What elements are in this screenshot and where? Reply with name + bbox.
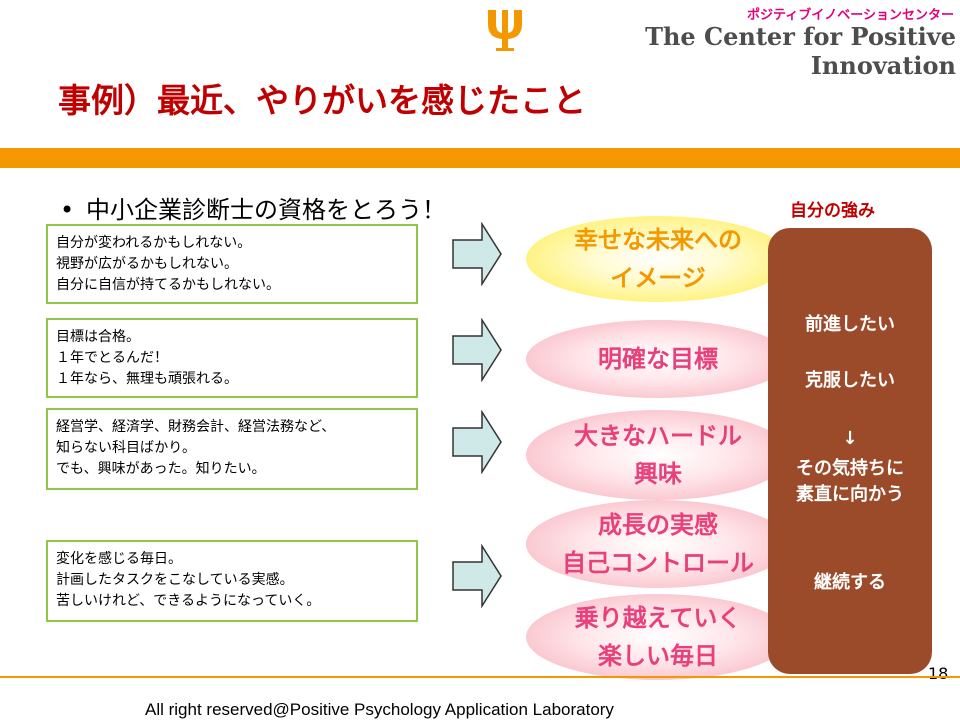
right-arrow-icon: [452, 410, 502, 474]
bullet-text: 中小企業診断士の資格をとろう！: [86, 196, 446, 224]
text-line: 目標は合格。: [56, 329, 140, 345]
psi-icon: [488, 10, 522, 51]
strength-item: 継続する: [814, 572, 886, 593]
text-line: 知らない科目ばかり。: [56, 440, 196, 456]
ellipse-happy-future: 幸せな未来への イメージ: [526, 216, 790, 302]
text-box-2: 目標は合格。 １年でとるんだ！ １年なら、無理も頑張れる。: [46, 318, 418, 398]
text-box-4: 変化を感じる毎日。 計画したタスクをこなしている実感。 苦しいけれど、できるよう…: [46, 540, 418, 622]
ellipse-line: 興味: [634, 460, 682, 488]
text-line: 苦しいけれど、できるようになっていく。: [56, 593, 321, 609]
text-line: 視野が広がるかもしれない。: [56, 256, 238, 272]
text-line: １年でとるんだ！: [56, 350, 168, 366]
ellipse-big-hurdle: 大きなハードル 興味: [526, 410, 790, 500]
ellipse-clear-goal: 明確な目標: [526, 320, 790, 398]
footer-divider: [0, 676, 960, 678]
text-line: 自分が変われるかもしれない。: [56, 235, 252, 251]
strengths-panel: 前進したい 克服したい ↓ その気持ちに 素直に向かう 継続する: [768, 228, 932, 674]
page-number: 18: [928, 664, 949, 683]
logo-english-text: The Center for Positive Innovation: [645, 22, 956, 80]
footer-copyright: All right reserved@Positive Psychology A…: [145, 700, 614, 719]
ellipse-line: 楽しい毎日: [598, 642, 718, 670]
strength-item: その気持ちに: [796, 458, 904, 479]
ellipse-line: 大きなハードル: [574, 422, 742, 450]
title-divider-bar: [0, 148, 960, 168]
strength-item: 素直に向かう: [796, 484, 904, 505]
text-line: １年なら、無理も頑張れる。: [56, 371, 238, 387]
ellipse-line: 明確な目標: [598, 345, 718, 373]
strength-item: 前進したい: [805, 314, 895, 335]
text-box-1: 自分が変われるかもしれない。 視野が広がるかもしれない。 自分に自信が持てるかも…: [46, 224, 418, 304]
ellipse-line: 幸せな未来への: [574, 226, 742, 254]
bullet-item: • 中小企業診断士の資格をとろう！: [60, 190, 446, 225]
text-line: 経営学、経済学、財務会計、経営法務など、: [56, 419, 336, 435]
text-line: 自分に自信が持てるかもしれない。: [56, 277, 280, 293]
slide-title: 事例）最近、やりがいを感じたこと: [58, 81, 586, 120]
text-line: でも、興味があった。知りたい。: [56, 461, 266, 477]
down-arrow-text: ↓: [842, 428, 858, 449]
ellipse-line: 成長の実感: [598, 511, 718, 539]
right-arrow-icon: [452, 544, 502, 608]
ellipse-overcome: 乗り越えていく 楽しい毎日: [526, 594, 790, 680]
strengths-heading: 自分の強み: [790, 201, 875, 221]
text-line: 変化を感じる毎日。: [56, 551, 182, 567]
strength-item: 克服したい: [805, 370, 895, 391]
ellipse-line: 自己コントロール: [562, 549, 754, 577]
ellipse-line: 乗り越えていく: [574, 604, 742, 632]
text-box-3: 経営学、経済学、財務会計、経営法務など、 知らない科目ばかり。 でも、興味があっ…: [46, 408, 418, 490]
ellipse-line: イメージ: [610, 264, 706, 292]
logo-japanese-text: ポジティブイノベーションセンター: [747, 8, 954, 23]
text-line: 計画したタスクをこなしている実感。: [56, 572, 294, 588]
bullet-dot-icon: •: [60, 196, 75, 224]
ellipse-growth: 成長の実感 自己コントロール: [526, 500, 790, 588]
right-arrow-icon: [452, 222, 502, 286]
right-arrow-icon: [452, 318, 502, 382]
